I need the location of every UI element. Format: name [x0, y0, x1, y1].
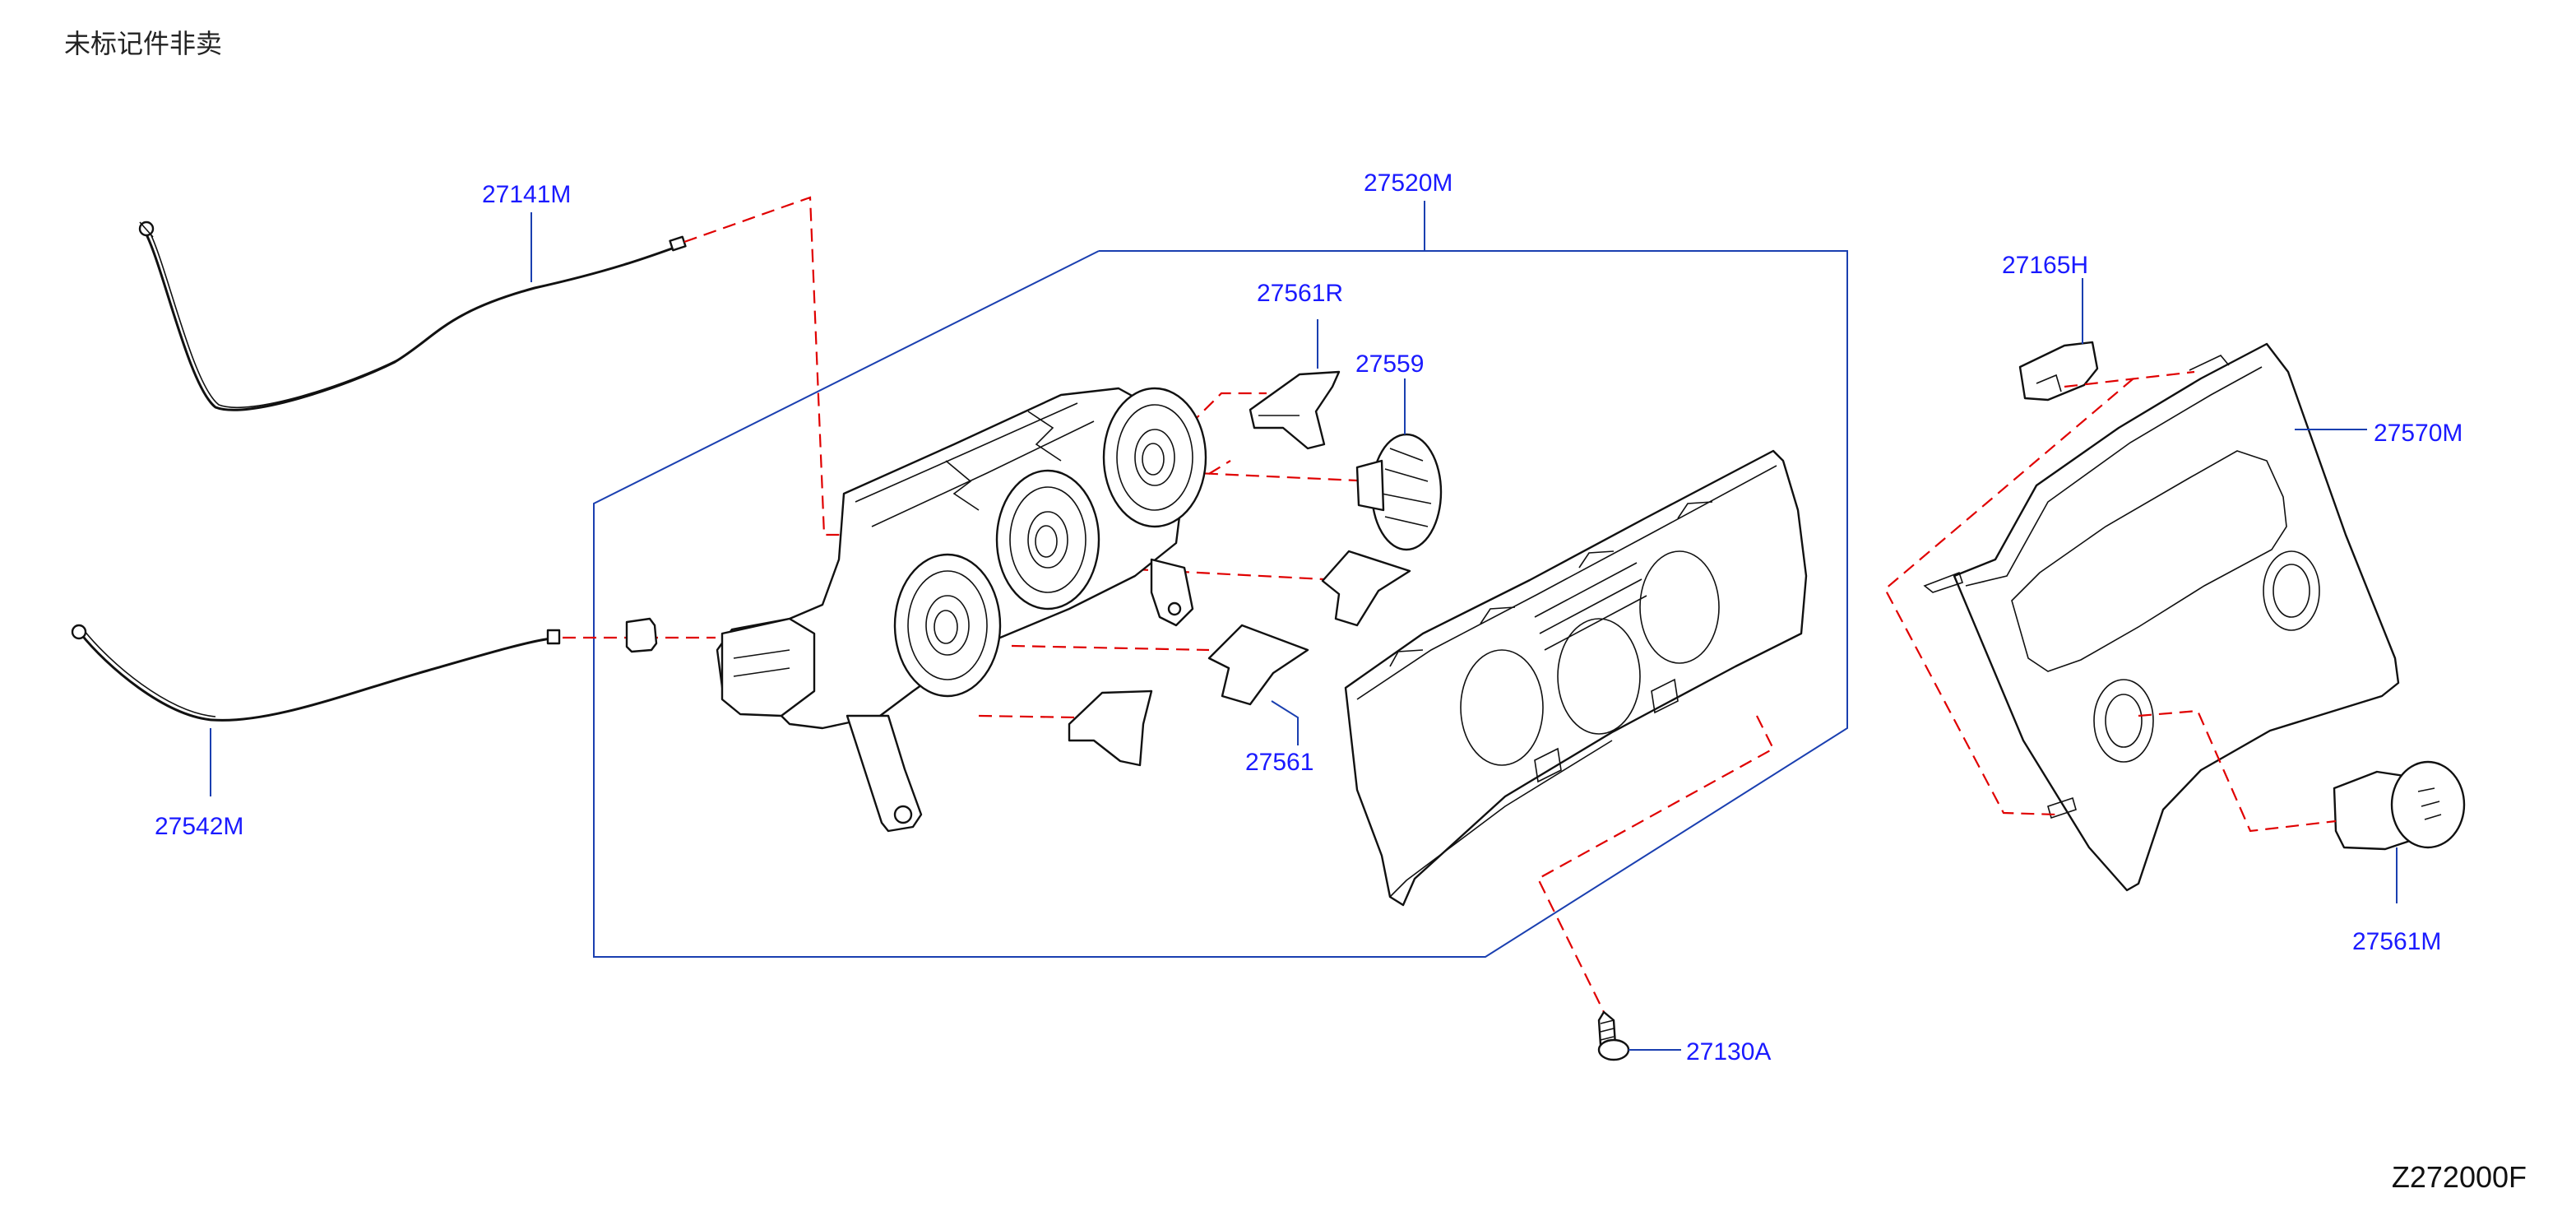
knob-ring-right: [1102, 387, 1207, 528]
knob-27559: [1355, 433, 1443, 551]
diagram-code: Z272000F: [2391, 1160, 2527, 1194]
knob-insert-27561-low: [1068, 689, 1153, 767]
cable-27542M: [71, 624, 561, 722]
assembly-frame: [593, 250, 1848, 958]
knob-insert-27561R: [1249, 370, 1341, 450]
knob-ring-left: [893, 553, 1002, 698]
label-27520M: 27520M: [1364, 169, 1452, 197]
dash-27561-low: [978, 714, 1078, 719]
finisher-panel-27570M: [1923, 342, 2400, 892]
dash-cable-upper: [683, 196, 852, 536]
dash-right-top: [2064, 370, 2195, 388]
label-27561R: 27561R: [1257, 280, 1343, 307]
label-27561M: 27561M: [2352, 928, 2441, 955]
dash-panel-screw: [1536, 715, 1775, 1013]
cable-clip: [625, 617, 658, 653]
dash-27561-mid: [1011, 644, 1210, 652]
front-bezel-panel: [1344, 449, 1808, 907]
screw-27130A: [1597, 1010, 1630, 1061]
label-27542M: 27542M: [155, 813, 243, 840]
label-27165H: 27165H: [2002, 252, 2088, 279]
cable-27141M: [138, 221, 687, 411]
switch-27561M: [2333, 760, 2466, 851]
label-27570M: 27570M: [2374, 420, 2462, 447]
knob-ring-middle: [995, 469, 1100, 610]
leader-27561: [1271, 700, 1299, 745]
dash-right-outline: [1883, 378, 2134, 816]
label-27559: 27559: [1355, 351, 1424, 378]
knob-insert-27561-mid: [1207, 624, 1309, 706]
label-27561: 27561: [1245, 749, 1313, 776]
label-27141M: 27141M: [482, 181, 571, 208]
dash-knob-27559: [1142, 469, 1358, 482]
not-for-sale-note: 未标记件非卖: [64, 28, 223, 59]
knob-insert-27561-upper: [1321, 550, 1411, 627]
dash-right-switch: [2138, 709, 2337, 833]
label-27130A: 27130A: [1686, 1038, 1771, 1065]
dash-27561R: [1101, 392, 1267, 513]
clip-27165H: [2018, 341, 2099, 402]
